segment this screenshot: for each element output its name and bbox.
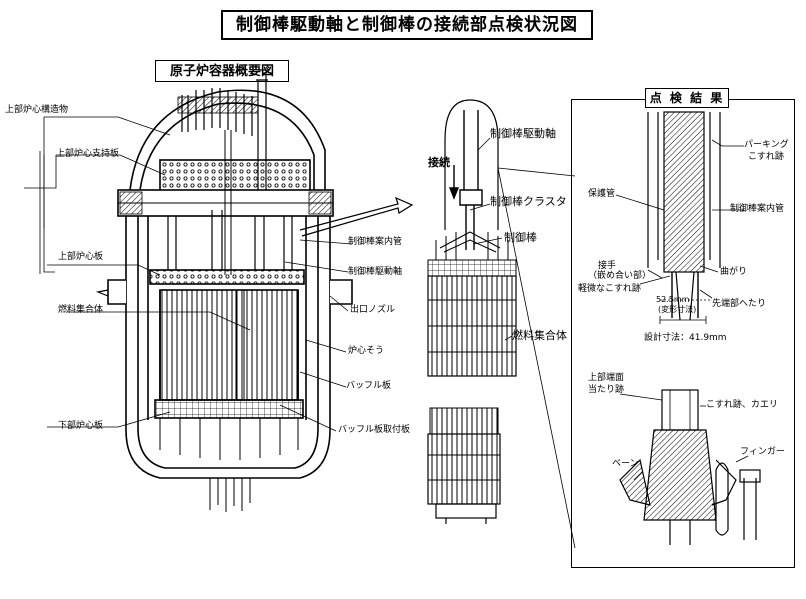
label-dimension: 52.5mm (656, 295, 690, 304)
label-rcca: 制御棒クラスタ (490, 195, 567, 208)
label-baffle-plate: バッフル板 (346, 381, 392, 391)
label-fuel-assembly: 燃料集合体 (58, 305, 104, 315)
label-upper-end-1: 上部端面 (588, 373, 625, 383)
label-lower-core-plate: 下部炉心板 (58, 421, 104, 431)
label-middle-drive-shaft: 制御棒駆動軸 (490, 127, 556, 140)
label-outlet-nozzle: 出口ノズル (350, 305, 396, 315)
label-drive-shaft: 制御棒駆動軸 (348, 267, 403, 277)
inspection-upper-drawing (647, 111, 721, 324)
fuel-assembly-bottom (427, 407, 501, 524)
label-upper-core-plate: 上部炉心板 (58, 252, 104, 262)
label-guide-tube: 制御棒案内管 (348, 237, 403, 247)
label-wear-burr: こすれ跡、カエリ (706, 400, 778, 410)
inspection-lower-drawing (619, 389, 761, 545)
label-tip-dent: 先端部へたり (712, 299, 767, 309)
label-right-guide-tube: 制御棒案内管 (730, 204, 785, 214)
label-upper-internals: 上部炉心構造物 (5, 105, 69, 115)
label-upper-support-plate: 上部炉心支持板 (56, 149, 120, 159)
label-parking-2: こすれ跡 (748, 152, 784, 162)
label-control-rod: 制御棒 (504, 231, 537, 244)
label-joint-1: 接手 (598, 261, 617, 271)
label-baffle-former: バッフル板取付板 (338, 425, 411, 435)
label-vane: ベーン (612, 459, 639, 469)
label-middle-fuel-assembly: 燃料集合体 (512, 329, 567, 342)
pointer-arrow (299, 196, 414, 237)
label-parking-1: パーキング (744, 140, 789, 150)
label-upper-end-2: 当たり跡 (588, 385, 625, 395)
page-title: 制御棒駆動軸と制御棒の接続部点検状況図 (221, 10, 593, 40)
label-protect-tube: 保護管 (588, 189, 616, 199)
label-deformed: (変形寸法) (658, 305, 697, 314)
drive-shaft-drawing (439, 99, 501, 253)
inspection-title: 点 検 結 果 (645, 88, 729, 108)
label-connect: 接続 (428, 156, 450, 169)
reactor-vessel-drawing (95, 69, 353, 512)
label-bend: 曲がり (720, 267, 748, 277)
label-finger: フィンガー (740, 447, 785, 457)
fuel-assembly-top (427, 232, 517, 377)
label-design: 設計寸法：41.9mm (644, 333, 727, 343)
overview-title: 原子炉容器概要図 (155, 60, 289, 82)
label-core-barrel: 炉心そう (348, 346, 385, 356)
label-minor-wear: 軽微なこすれ跡 (578, 284, 641, 294)
label-joint-2: （嵌め合い部） (588, 271, 652, 281)
leader-lines-left (24, 116, 353, 432)
